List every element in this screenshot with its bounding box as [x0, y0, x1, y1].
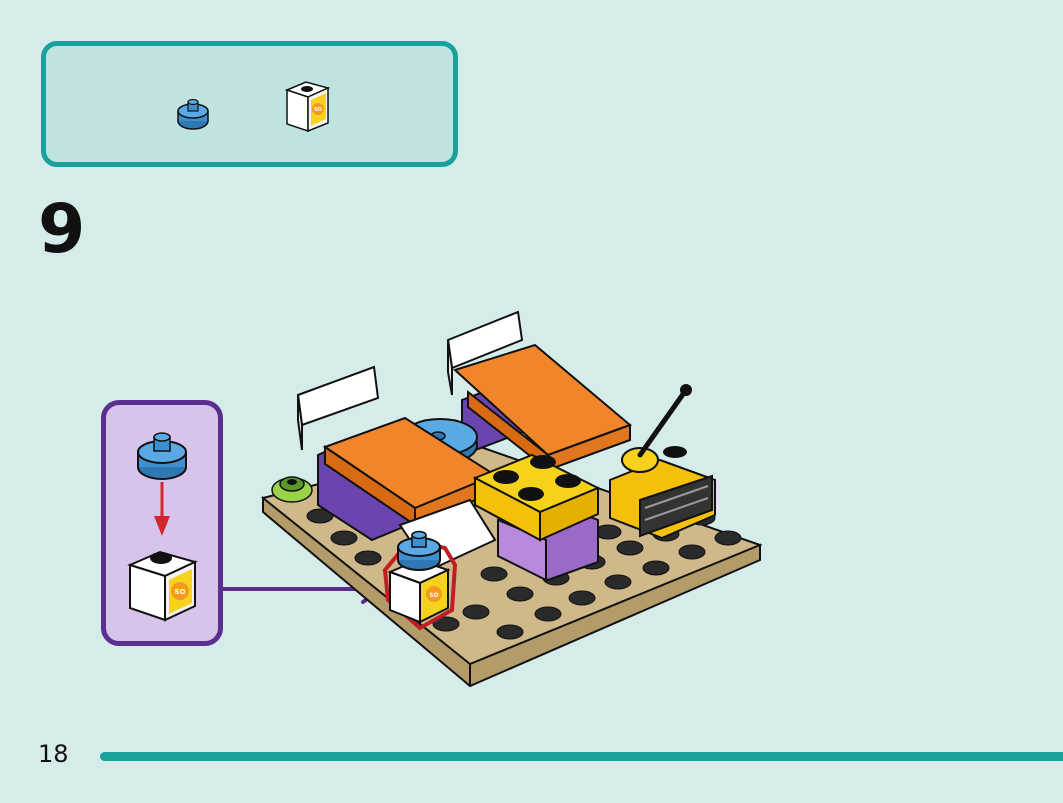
step-number: 9: [38, 190, 86, 269]
back-bed: [446, 310, 632, 473]
model-illustration: SO: [260, 310, 763, 688]
green-flower-piece: [271, 476, 313, 503]
yellow-bench-with-lever: [609, 384, 716, 540]
parts-callout-box: [41, 41, 458, 167]
subassembly-brick-print: SO: [175, 588, 186, 596]
blue-round-stud-icon: [177, 98, 209, 130]
highlighted-new-part: SO: [382, 530, 458, 631]
yellow-purple-block: [472, 453, 601, 582]
sun-printed-white-brick-icon: SO: [284, 81, 331, 133]
page-number: 18: [38, 740, 69, 768]
parts-brick-print: SO: [314, 107, 322, 113]
page-footer-rule: [100, 752, 1063, 761]
subassembly-blue-stud: [137, 432, 187, 480]
subassembly-down-arrow-icon: [154, 482, 170, 536]
subassembly-sun-brick: SO: [127, 550, 198, 622]
model-brick-print: SO: [429, 592, 438, 599]
